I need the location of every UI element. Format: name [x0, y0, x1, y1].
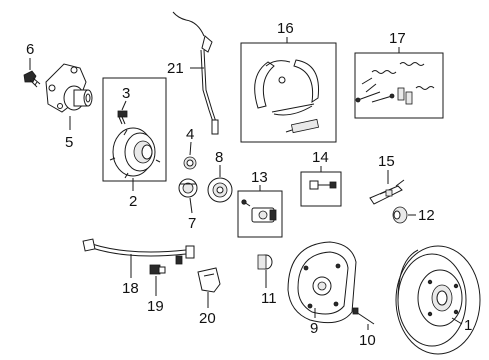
fitting-part-19: [149, 264, 166, 275]
callout-8: 8: [215, 149, 223, 166]
callout-labels: 6 5 3 2 4 7 8 21 16 17 14 13 15 12 18 19…: [26, 20, 472, 349]
callout-15: 15: [378, 153, 395, 170]
callout-17: 17: [389, 30, 406, 47]
hardware-kit-box: [354, 52, 444, 119]
backing-plate-part-9: [287, 241, 357, 324]
callout-18: 18: [122, 280, 139, 297]
callout-3: 3: [122, 85, 130, 102]
callout-5: 5: [65, 134, 73, 151]
spindle-part-5: [45, 63, 93, 113]
brake-shoe-kit-box: [240, 42, 337, 143]
stud-part-3: [117, 110, 128, 125]
callout-16: 16: [277, 20, 294, 37]
hub-bearing-part-2: [109, 127, 161, 179]
bolt-part-6: [23, 70, 41, 88]
callout-9: 9: [310, 320, 318, 337]
callout-12: 12: [418, 207, 435, 224]
callout-21: 21: [167, 60, 184, 77]
adjuster-part-15: [369, 179, 405, 205]
brake-hose-part-18: [82, 238, 195, 265]
wheel-cylinder-part-13: [241, 199, 277, 223]
brake-drum-part-1: [395, 245, 481, 355]
pin-part-10: [352, 307, 375, 325]
callout-7: 7: [188, 215, 196, 232]
leader-lines: [29, 37, 463, 330]
callout-13: 13: [251, 169, 268, 186]
clip-part-20: [197, 267, 221, 293]
plug-part-11: [257, 254, 273, 270]
callout-4: 4: [186, 126, 194, 143]
hardware-kit-part-17: [355, 62, 435, 105]
callout-2: 2: [129, 193, 137, 210]
bleeder-part-14: [309, 180, 337, 190]
callout-11: 11: [261, 290, 277, 307]
grommet-part-12: [392, 206, 408, 224]
callout-1: 1: [464, 317, 472, 334]
grease-cap-part-8: [207, 177, 233, 203]
brake-shoes-part-16: [254, 59, 320, 134]
bushing-part-4: [183, 156, 197, 170]
nut-part-7: [178, 178, 198, 198]
hub-assembly-box: [102, 77, 167, 182]
callout-6: 6: [26, 41, 34, 58]
callout-14: 14: [312, 149, 329, 166]
bleeder-kit-box: [300, 171, 342, 207]
callout-19: 19: [147, 298, 164, 315]
callout-10: 10: [359, 332, 376, 349]
brake-line-part-21: [172, 11, 219, 135]
callout-20: 20: [199, 310, 216, 327]
